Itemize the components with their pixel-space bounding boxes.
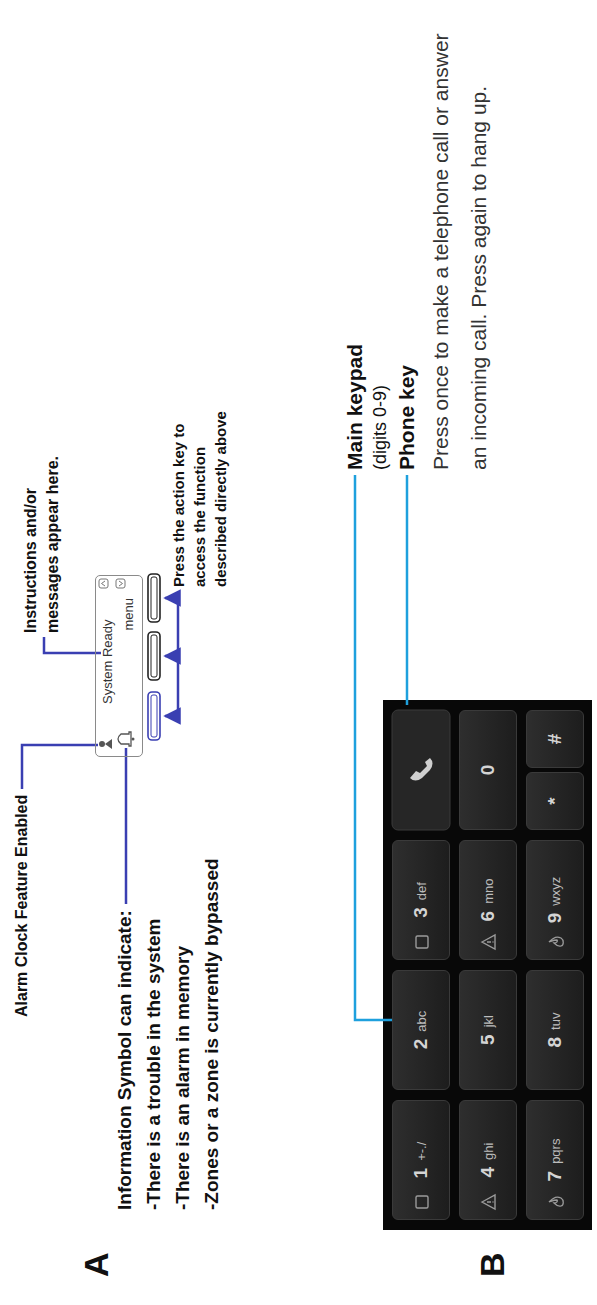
key-digit: 2 [410, 1039, 432, 1050]
key-letters: mno [481, 879, 496, 904]
keypad-key: 1 +-./ [392, 1100, 450, 1220]
key-icon [413, 1193, 431, 1211]
key-digit: 9 [544, 913, 566, 924]
key-letters: +-./ [414, 1142, 429, 1161]
keypad-key: 4 ghi [459, 1100, 517, 1220]
leader-line [355, 475, 392, 1020]
key-digit: # [544, 734, 566, 745]
display-message: System Ready [100, 619, 115, 704]
note-line: -There is an alarm in memory [171, 946, 194, 1210]
keypad-key: 3 def [392, 840, 450, 960]
keypad-key: * [526, 772, 584, 830]
soft-key-label: menu [121, 598, 136, 631]
keypad-key: 9 wxyz [526, 840, 584, 960]
key-letters: tuv [548, 1013, 563, 1030]
key-letters: jkl [481, 1015, 496, 1027]
key-letters: pqrs [548, 1139, 563, 1164]
leader-line [44, 637, 101, 653]
keypad-key: 5 jkl [459, 970, 517, 1090]
key-icon [547, 933, 565, 951]
action-keys [148, 574, 160, 740]
action-key-bracket [165, 593, 178, 716]
keypad-key: 7 pqrs [526, 1100, 584, 1220]
section-letter: A [76, 1252, 117, 1277]
lcd-display: System Ready menu [95, 575, 143, 757]
key-digit: 4 [477, 1167, 499, 1178]
keypad-panel [383, 700, 592, 1230]
callout-note: (digits 0-9) [369, 385, 391, 470]
callout-label: Press the action key to access the funct… [168, 377, 231, 587]
keypad-key: 2 abc [392, 970, 450, 1090]
alarm-clock-icon [99, 739, 112, 749]
callout-label: Instructions and/or messages appear here… [20, 423, 64, 633]
key-letters: abc [414, 1011, 429, 1032]
scroll-icons [99, 579, 125, 588]
key-icon [413, 933, 431, 951]
key-icon [480, 933, 498, 951]
section-letter: B [472, 1252, 513, 1277]
key-digit: 8 [544, 1037, 566, 1048]
information-icon [118, 732, 135, 746]
key-icon [480, 1193, 498, 1211]
key-digit: 6 [477, 911, 499, 922]
key-letters: def [414, 882, 429, 900]
leader-line [406, 475, 409, 705]
key-digit: 5 [477, 1034, 499, 1045]
key-digit: 7 [544, 1171, 566, 1182]
key-digit: 0 [477, 765, 499, 776]
callout-label: Alarm Clock Feature Enabled [12, 795, 31, 1017]
key-letters: wxyz [548, 877, 563, 906]
callout-label: Information Symbol can indicate: [113, 910, 136, 1210]
keypad-key: 6 mno [459, 840, 517, 960]
key-digit: 3 [410, 907, 432, 918]
keypad-key: # [526, 710, 584, 768]
keypad-key: 8 tuv [526, 970, 584, 1090]
key-digit: * [544, 797, 566, 804]
key-icon [547, 1193, 565, 1211]
phone-key [392, 710, 450, 830]
note-line: -There is a trouble in the system [142, 919, 165, 1210]
key-digit: 1 [410, 1168, 432, 1179]
keypad-key: 0 [459, 710, 517, 830]
leader-line [22, 745, 98, 789]
leader-line [125, 748, 128, 904]
description-text: Press once to make a telephone call or a… [422, 15, 498, 470]
key-letters: ghi [481, 1143, 496, 1160]
callout-label: Main keypad [342, 344, 367, 470]
phone-icon [410, 758, 433, 781]
callout-label: Phone key [394, 365, 419, 470]
note-line: -Zones or a zone is currently bypassed [200, 858, 223, 1210]
